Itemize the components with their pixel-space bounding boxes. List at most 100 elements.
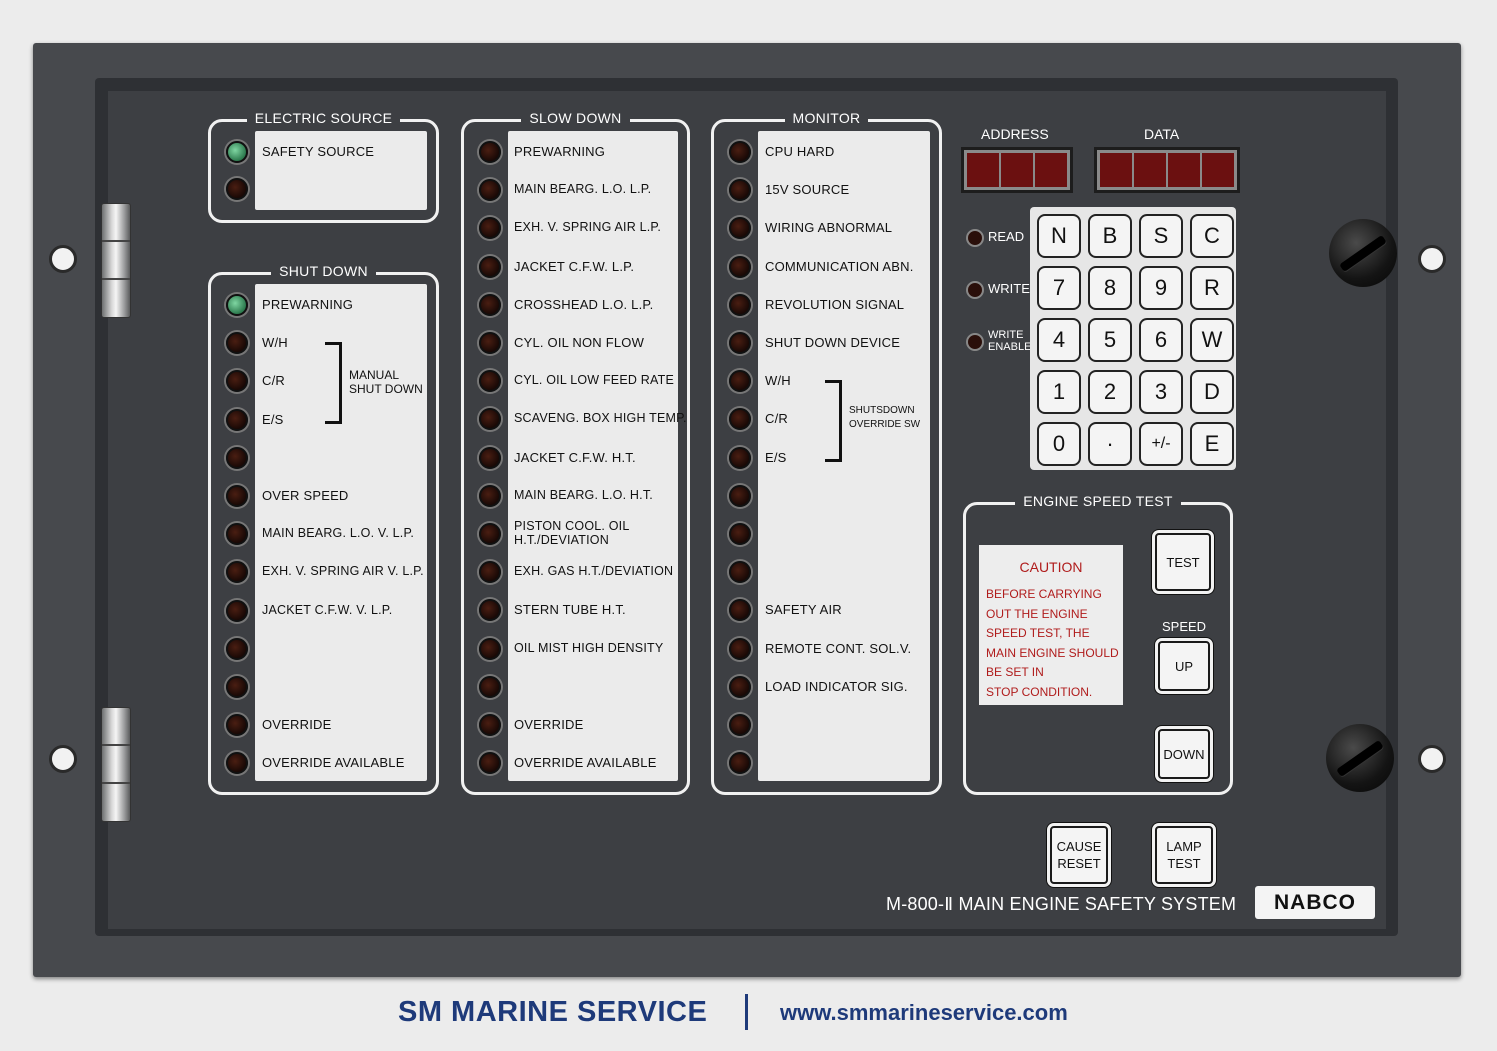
caution-text: BEFORE CARRYING OUT THE ENGINE SPEED TES… — [986, 587, 1119, 699]
keypad-key[interactable]: B — [1088, 214, 1132, 258]
mounting-hole — [1418, 745, 1446, 773]
override-sw-bracket — [825, 380, 842, 462]
test-button[interactable]: TEST — [1155, 533, 1211, 591]
slow-down-indicator-label: PREWARNING — [514, 144, 606, 159]
data-display — [1094, 147, 1240, 193]
keypad-key[interactable]: R — [1190, 266, 1234, 310]
electric-source-indicator-led — [226, 141, 248, 163]
caution-title: CAUTION — [1019, 559, 1083, 575]
slow-down-indicator-label: EXH. GAS H.T./DEVIATION — [514, 564, 674, 579]
monitor-indicator-label: 15V SOURCE — [765, 182, 850, 198]
slow-down-indicator-label: PISTON COOL. OIL H.T./DEVIATION — [514, 519, 630, 547]
manual-shutdown-label: MANUAL SHUT DOWN — [349, 368, 423, 396]
keypad-key[interactable]: 0 — [1037, 422, 1081, 466]
keypad-key[interactable]: 5 — [1088, 318, 1132, 362]
keypad-key[interactable]: 8 — [1088, 266, 1132, 310]
speed-down-button[interactable]: DOWN — [1158, 729, 1210, 779]
slow-down-indicator-led — [479, 141, 501, 163]
shut-down-indicator-label: E/S — [262, 411, 284, 427]
address-display — [961, 147, 1073, 193]
slow-down-indicator-led — [479, 332, 501, 354]
monitor-indicator-led — [729, 752, 751, 775]
slow-down-indicator-led — [479, 599, 501, 622]
shut-down-indicator-led — [226, 294, 248, 316]
slow-down-strip — [508, 131, 678, 781]
monitor-indicator-led — [729, 675, 751, 698]
monitor-indicator-label: REMOTE CONT. SOL.V. — [765, 640, 912, 656]
monitor-indicator-label: REVOLUTION SIGNAL — [765, 296, 905, 312]
model-label: M-800-Ⅱ MAIN ENGINE SAFETY SYSTEM — [886, 894, 1237, 914]
slow-down-indicator-label: CYL. OIL LOW FEED RATE — [514, 373, 674, 388]
read-label: READ — [988, 229, 1025, 244]
keypad-key[interactable]: 4 — [1037, 318, 1081, 362]
shut-down-indicator-label: JACKET C.F.W. V. L.P. — [262, 602, 393, 617]
slow-down-indicator-label: SCAVENG. BOX HIGH TEMP. — [514, 411, 687, 426]
speed-up-button[interactable]: UP — [1158, 641, 1210, 691]
mounting-hole — [1418, 245, 1446, 273]
write-enable-led — [966, 333, 984, 351]
footer-url[interactable]: www.smmarineservice.com — [780, 1000, 1068, 1025]
caution-plate: CAUTION BEFORE CARRYING OUT THE ENGINE S… — [979, 545, 1123, 705]
monitor-indicator-led — [729, 446, 751, 469]
monitor-indicator-label: E/S — [765, 449, 787, 465]
monitor-indicator-label: CPU HARD — [765, 144, 835, 159]
slow-down-indicator-led — [479, 523, 501, 545]
monitor-indicator-label: W/H — [765, 373, 791, 389]
shut-down-indicator-led — [226, 523, 248, 546]
keypad-key[interactable]: N — [1037, 214, 1081, 258]
keypad-key[interactable]: 1 — [1037, 370, 1081, 414]
keypad-key[interactable]: W — [1190, 318, 1234, 362]
keypad-key[interactable]: C — [1190, 214, 1234, 258]
shut-down-indicator-label: PREWARNING — [262, 297, 354, 312]
cause-reset-button[interactable]: CAUSE RESET — [1050, 826, 1108, 884]
keypad-key[interactable]: E — [1190, 422, 1234, 466]
slow-down-indicator-led — [479, 293, 501, 316]
shut-down-indicator-label: C/R — [262, 373, 285, 389]
hinge-bottom — [101, 707, 131, 822]
electric-source-indicator-led — [226, 178, 248, 200]
shut-down-indicator-label: OVER SPEED — [262, 488, 349, 503]
keypad-key[interactable]: 9 — [1139, 266, 1183, 310]
keypad-key[interactable]: 3 — [1139, 370, 1183, 414]
keypad-key[interactable]: 7 — [1037, 266, 1081, 310]
keypad-key[interactable]: · — [1088, 422, 1132, 466]
electric-source-strip — [255, 131, 427, 210]
shut-down-indicator-led — [226, 485, 248, 507]
monitor-strip — [758, 131, 930, 781]
shut-down-indicator-led — [226, 752, 248, 775]
keypad-key[interactable]: S — [1139, 214, 1183, 258]
monitor-indicator-led — [729, 179, 751, 202]
monitor-indicator-led — [729, 293, 751, 316]
slow-down-indicator-label: MAIN BEARG. L.O. L.P. — [514, 182, 652, 197]
slow-down-indicator-led — [479, 255, 501, 278]
monitor-indicator-label: LOAD INDICATOR SIG. — [765, 678, 908, 694]
footer-separator — [745, 994, 748, 1030]
monitor-indicator-label: WIRING ABNORMAL — [765, 220, 893, 236]
slow-down-indicator-label: CROSSHEAD L.O. L.P. — [514, 296, 654, 312]
shut-down-indicator-led — [226, 599, 248, 622]
slow-down-indicator-label: JACKET C.F.W. L.P. — [514, 258, 635, 274]
slow-down-indicator-led — [479, 370, 501, 393]
shut-down-indicator-led — [226, 446, 248, 469]
door-latch-knob-bottom[interactable] — [1326, 724, 1394, 792]
lamp-test-button[interactable]: LAMP TEST — [1155, 826, 1213, 884]
address-label: ADDRESS — [981, 126, 1049, 142]
slow-down-indicator-led — [479, 561, 501, 584]
monitor-indicator-led — [729, 714, 751, 736]
nabco-logo: NABCO — [1255, 886, 1375, 919]
shut-down-indicator-label: OVERRIDE — [262, 717, 332, 733]
slow-down-indicator-label: EXH. V. SPRING AIR L.P. — [514, 220, 662, 235]
slow-down-indicator-label: CYL. OIL NON FLOW — [514, 335, 645, 350]
keypad-key[interactable]: D — [1190, 370, 1234, 414]
keypad-key[interactable]: 2 — [1088, 370, 1132, 414]
slow-down-indicator-label: STERN TUBE H.T. — [514, 602, 626, 618]
keypad-key[interactable]: 6 — [1139, 318, 1183, 362]
data-label: DATA — [1144, 126, 1180, 142]
keypad-key[interactable]: +/- — [1139, 422, 1183, 466]
shut-down-indicator-label: MAIN BEARG. L.O. V. L.P. — [262, 526, 415, 541]
shut-down-indicator-label: EXH. V. SPRING AIR V. L.P. — [262, 564, 424, 579]
slow-down-indicator-label: MAIN BEARG. L.O. H.T. — [514, 487, 653, 502]
slow-down-indicator-led — [479, 675, 501, 698]
door-latch-knob-top[interactable] — [1329, 219, 1397, 287]
monitor-indicator-label: SAFETY AIR — [765, 602, 842, 618]
